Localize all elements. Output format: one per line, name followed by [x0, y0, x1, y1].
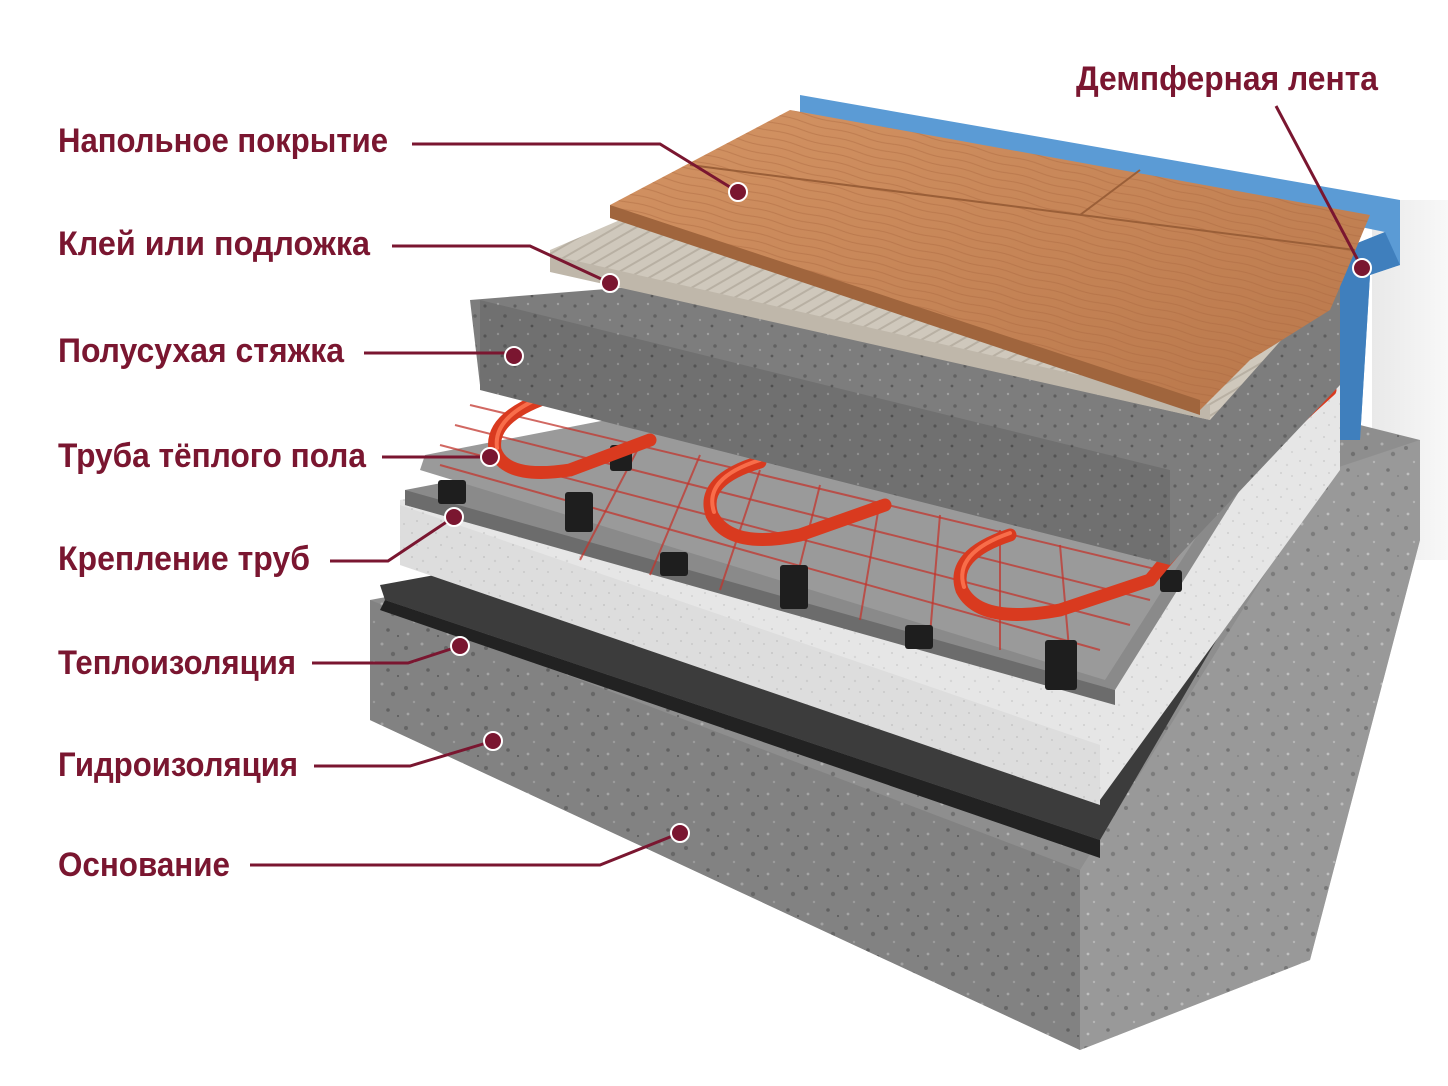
marker-dot [504, 346, 524, 366]
pipe-clip [438, 480, 466, 504]
callout-base: Основание [58, 823, 690, 884]
label-insulation: Теплоизоляция [58, 644, 296, 682]
callouts: Напольное покрытие Клей или подложка Пол… [58, 60, 1379, 884]
label-damper-tape: Демпферная лента [1076, 60, 1379, 98]
callout-damper-tape: Демпферная лента [1076, 60, 1379, 278]
callout-adhesive: Клей или подложка [58, 225, 620, 293]
marker-dot [483, 731, 503, 751]
callout-fastening: Крепление труб [58, 507, 464, 578]
callout-pipe: Труба тёплого пола [58, 437, 500, 475]
marker-dot [450, 636, 470, 656]
label-fastening: Крепление труб [58, 540, 310, 578]
damper-tape [800, 95, 1400, 440]
callout-waterproofing: Гидроизоляция [58, 731, 503, 784]
label-base: Основание [58, 846, 230, 884]
floor-covering-layer [610, 110, 1370, 415]
pipe-clip [780, 565, 808, 609]
label-screed: Полусухая стяжка [58, 332, 345, 370]
label-adhesive: Клей или подложка [58, 225, 371, 263]
marker-dot [670, 823, 690, 843]
marker-dot [728, 182, 748, 202]
marker-dot [1352, 258, 1372, 278]
pipe-clip [660, 552, 688, 576]
marker-dot [600, 273, 620, 293]
marker-dot [444, 507, 464, 527]
pipe-clip [1160, 570, 1182, 592]
label-floor-covering: Напольное покрытие [58, 122, 388, 160]
label-waterproofing: Гидроизоляция [58, 746, 298, 784]
callout-insulation: Теплоизоляция [58, 636, 470, 682]
label-pipe: Труба тёплого пола [58, 437, 367, 475]
pipe-clip [1045, 640, 1077, 690]
callout-screed: Полусухая стяжка [58, 332, 524, 370]
marker-dot [480, 447, 500, 467]
pipe-clip [905, 625, 933, 649]
callout-floor-covering: Напольное покрытие [58, 122, 748, 202]
pipe-clip [565, 492, 593, 532]
